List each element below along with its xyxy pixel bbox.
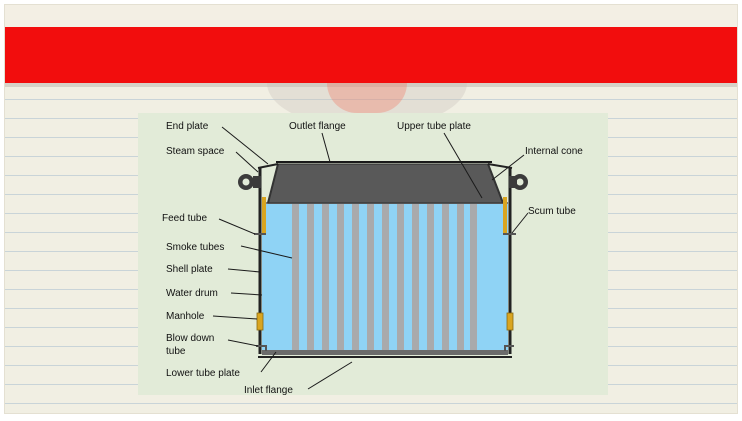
feed-tube (262, 197, 266, 235)
smoke-tube (322, 203, 329, 351)
header-red-band (5, 27, 737, 83)
internal-cone-right (487, 163, 504, 204)
label-internal-cone: Internal cone (525, 146, 583, 157)
smoke-tube (382, 203, 389, 351)
manhole-right (506, 312, 514, 331)
internal-cone-left (267, 163, 279, 204)
smoke-tube (352, 203, 359, 351)
leader-feed-tube (218, 218, 256, 235)
label-steam-space: Steam space (166, 146, 225, 157)
leader-inlet-flange (307, 361, 353, 390)
end-plate (257, 163, 279, 169)
leader-outlet-flange (321, 132, 331, 163)
leader-end-plate (221, 126, 269, 165)
smoke-tubes-group (292, 203, 477, 351)
lower-tube-plate (262, 350, 508, 355)
smoke-tube (337, 203, 344, 351)
label-feed-tube: Feed tube (162, 213, 207, 224)
smoke-tube (367, 203, 374, 351)
leader-lower-tube-plate (260, 351, 277, 373)
header-band-shadow (5, 83, 737, 87)
slide-top-strip (5, 5, 737, 27)
label-smoke-tubes: Smoke tubes (166, 242, 224, 253)
leader-internal-cone (491, 154, 525, 181)
leader-smoke-tubes (240, 245, 293, 259)
leader-upper-tube-plate (443, 132, 483, 199)
blow-down-tube-left (256, 345, 267, 351)
leader-water-drum (230, 292, 263, 296)
leader-steam-space (235, 151, 259, 173)
leader-lines (212, 126, 529, 390)
label-blow-down-tube: tube (166, 346, 186, 357)
label-scum-tube: Scum tube (528, 206, 576, 217)
smoke-tube (292, 203, 299, 351)
smoke-tube (427, 203, 434, 351)
smoke-tube (470, 203, 477, 351)
label-lower-tube-plate: Lower tube plate (166, 368, 240, 379)
label-manhole: Manhole (166, 311, 205, 322)
leader-blow-down-tube (227, 339, 259, 347)
smoke-tube (412, 203, 419, 351)
left-bracket-hole (242, 178, 250, 186)
right-bracket (509, 174, 528, 190)
label-upper-tube-plate: Upper tube plate (397, 121, 471, 132)
label-water-drum: Water drum (166, 288, 218, 299)
leader-scum-tube (511, 212, 529, 234)
steam-space-cone (267, 163, 504, 204)
label-inlet-flange: Inlet flange (244, 385, 293, 396)
smoke-tube (457, 203, 464, 351)
scum-tube (503, 197, 507, 235)
blow-down-tube-right (504, 345, 514, 351)
smoke-tube (397, 203, 404, 351)
left-bracket (238, 174, 261, 190)
right-bracket-arm (509, 176, 517, 188)
manhole-left (256, 312, 264, 331)
leader-shell-plate (227, 268, 261, 273)
leader-manhole (212, 315, 258, 320)
label-shell-plate: Shell plate (166, 264, 213, 275)
smoke-tube (442, 203, 449, 351)
label-outlet-flange: Outlet flange (289, 121, 346, 132)
label-blow-down: Blow down (166, 333, 214, 344)
left-bracket-arm (253, 176, 261, 188)
label-end-plate: End plate (166, 121, 209, 132)
smoke-tube (307, 203, 314, 351)
right-bracket-hole (516, 178, 524, 186)
